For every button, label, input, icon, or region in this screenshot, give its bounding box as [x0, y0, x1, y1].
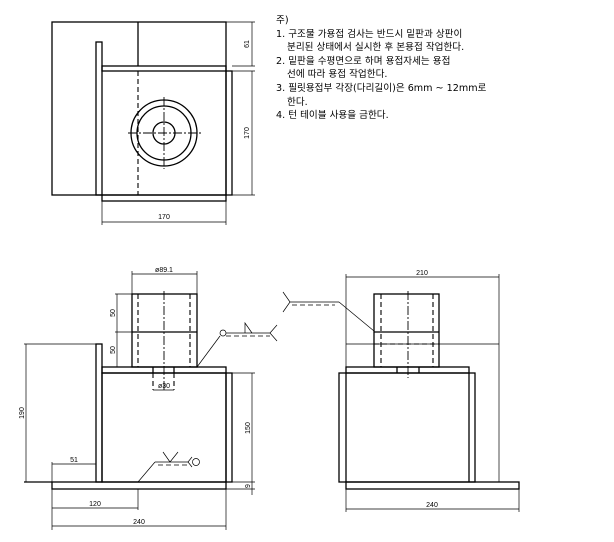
side-view: 210 240 — [282, 270, 520, 512]
top-left-plate — [95, 41, 103, 196]
dim-hole-diameter: ø30 — [158, 383, 170, 390]
front-right-plate — [225, 372, 233, 483]
dim-170-horizontal: 170 — [158, 214, 170, 221]
top-bottom-plate — [101, 194, 227, 202]
side-top-plate — [345, 366, 470, 374]
note-2-line2: 선에 따라 용접 작업한다. — [287, 69, 388, 81]
dim-170-vertical: 170 — [244, 127, 251, 139]
front-base-plate — [51, 481, 227, 490]
front-pipe — [131, 293, 198, 368]
top-band-plate — [101, 65, 227, 72]
dim-120: 120 — [89, 501, 101, 508]
weld-symbol-base — [137, 451, 200, 483]
note-4: 4. 턴 테이블 사용을 금한다. — [276, 109, 486, 123]
dim-190: 190 — [19, 407, 26, 419]
side-base-plate — [345, 481, 520, 490]
dim-9: 9 — [245, 484, 252, 488]
front-view: ø30 ø89.1 50 50 190 150 9 51 120 240 — [19, 267, 278, 530]
top-view-outline — [51, 21, 227, 196]
dim-61: 61 — [244, 40, 251, 48]
dim-50-lower: 50 — [110, 346, 117, 354]
top-right-plate — [225, 70, 233, 196]
weld-symbol-side — [282, 291, 375, 332]
dim-pipe-diameter: ø89.1 — [155, 267, 173, 274]
notes-title: 주) — [276, 15, 289, 26]
note-1-line2: 분리된 상태에서 실시한 후 본용접 작업한다. — [287, 42, 465, 54]
dim-51: 51 — [70, 457, 78, 464]
dim-240-side: 240 — [426, 502, 438, 509]
dim-210: 210 — [416, 270, 428, 277]
dim-150: 150 — [245, 422, 252, 434]
note-2-line1: 2. 밑판을 수평면으로 하며 용접자세는 용접 — [276, 55, 451, 67]
top-view: 61 170 170 — [51, 21, 255, 225]
dim-240: 240 — [133, 519, 145, 526]
front-left-plate — [95, 343, 103, 483]
weld-symbol-pipe — [196, 321, 278, 368]
note-3-line2: 한다. — [287, 96, 308, 108]
note-3-line1: 3. 필릿용접부 각장(다리길이)은 6mm ~ 12mm로 — [276, 82, 487, 94]
dim-50-upper: 50 — [110, 309, 117, 317]
note-1-line1: 1. 구조물 가용접 검사는 반드시 밑판과 상판이 — [276, 28, 463, 40]
side-box — [338, 372, 476, 483]
side-pipe — [373, 293, 440, 368]
note-4-line1: 4. 턴 테이블 사용을 금한다. — [276, 110, 389, 122]
